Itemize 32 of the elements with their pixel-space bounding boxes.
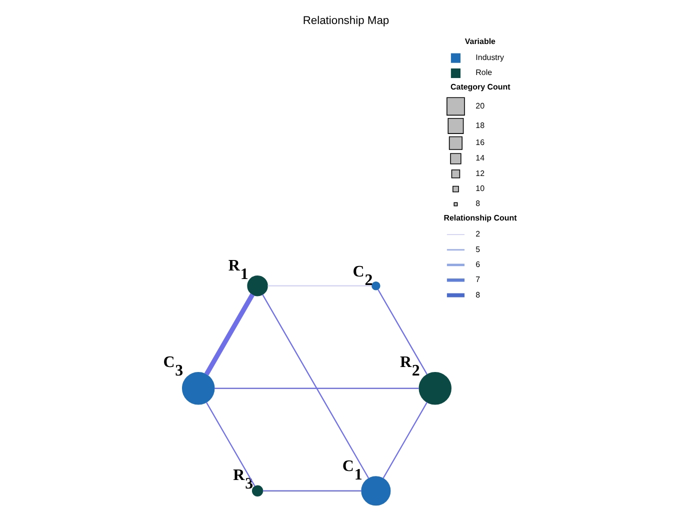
- legend-label: 8: [476, 290, 480, 300]
- connector: [206, 402, 256, 487]
- legend-label: Role: [476, 68, 492, 78]
- legend-label: 6: [476, 260, 480, 269]
- legend-label: 7: [476, 275, 480, 284]
- connector: [262, 294, 370, 479]
- connector: [382, 402, 428, 479]
- label: Relationship Count: [444, 214, 517, 223]
- connector: [262, 490, 362, 492]
- connector: [378, 289, 428, 375]
- legend-label: 14: [476, 154, 485, 163]
- connector: [214, 388, 419, 389]
- legend-label: Industry: [476, 53, 504, 62]
- node-circle: [372, 281, 380, 290]
- legend-label: 5: [476, 244, 480, 254]
- node-circle: [182, 372, 215, 405]
- connector: [204, 293, 255, 376]
- legend-label: 8: [476, 199, 480, 208]
- label: Variable: [464, 37, 496, 46]
- legend-label: 2: [476, 230, 480, 239]
- diagram-title: Relationship Map: [302, 14, 390, 27]
- node-circle: [361, 476, 391, 506]
- legend-label: 16: [476, 138, 485, 148]
- node-circle: [247, 275, 268, 296]
- legend-label: 20: [476, 101, 485, 110]
- node-circle: [418, 372, 452, 405]
- label: Category Count: [450, 82, 510, 92]
- connector: [268, 285, 372, 286]
- legend-label: 10: [476, 184, 485, 194]
- legend-label: 18: [476, 120, 485, 130]
- legend-label: 12: [476, 168, 485, 178]
- node-circle: [252, 485, 264, 496]
